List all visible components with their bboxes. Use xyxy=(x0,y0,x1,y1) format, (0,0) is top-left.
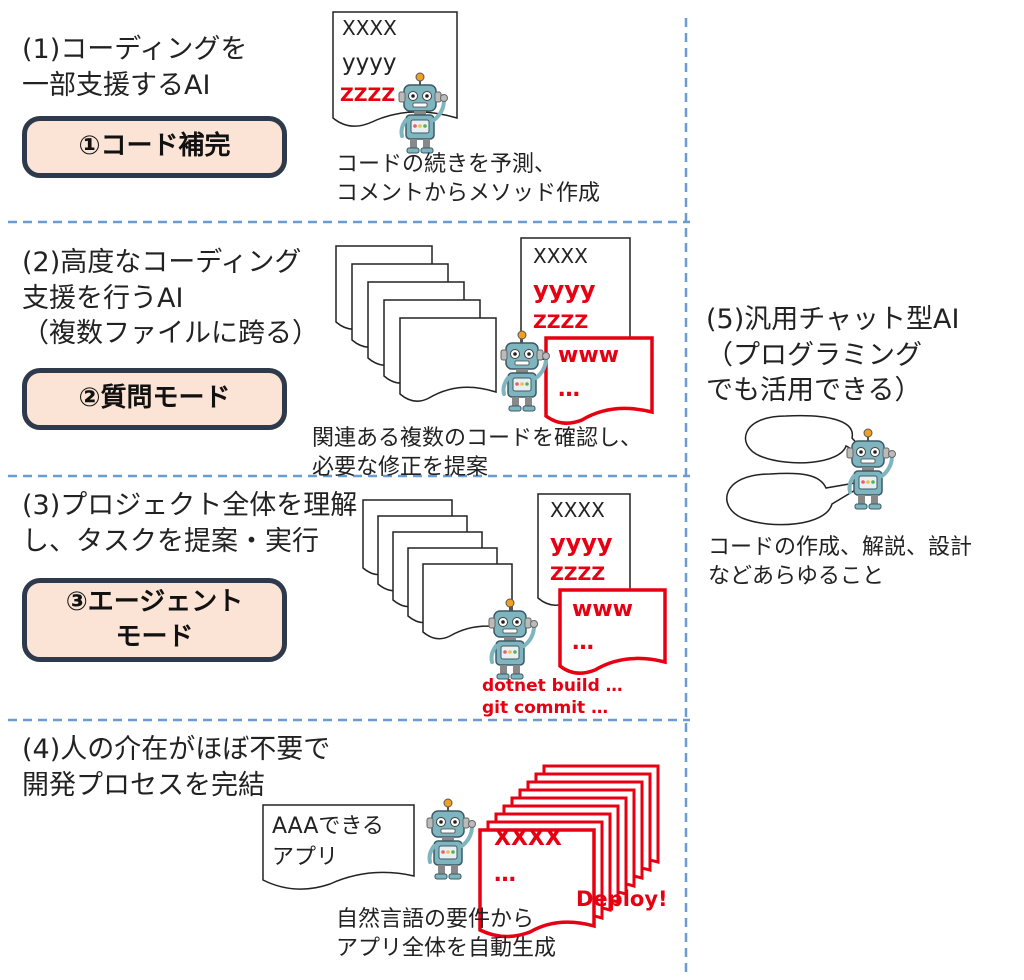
deploy-label: Deploy! xyxy=(576,887,668,911)
section-5-heading: (5)汎用チャット型AI （プログラミング でも活用できる） xyxy=(706,304,960,407)
speech-bubble-icon xyxy=(744,414,873,464)
red-doc-line: XXXX xyxy=(494,826,562,851)
spec-doc-text: AAAできる アプリ xyxy=(272,814,384,870)
command-line: git commit … xyxy=(482,698,609,718)
robot-icon xyxy=(398,72,448,154)
section-1-caption: コードの続きを予測、 コメントからメソッド作成 xyxy=(336,152,601,207)
robot-icon xyxy=(426,798,476,880)
doc-line-highlight: ZZZZ xyxy=(340,84,396,106)
robot-icon xyxy=(500,330,550,412)
section-4-heading: (4)人の介在がほぼ不要で 開発プロセスを完結 xyxy=(22,734,331,801)
section-4-caption: 自然言語の要件から アプリ全体を自動生成 xyxy=(336,907,557,962)
red-document-stack xyxy=(478,764,660,939)
red-doc-line: www xyxy=(572,597,633,622)
doc-line: yyyy xyxy=(342,50,397,76)
red-document-icon xyxy=(544,336,654,425)
mode-label: ③エージェント モード xyxy=(65,586,244,652)
red-doc-line: … xyxy=(558,377,580,402)
red-document-icon xyxy=(558,588,667,675)
command-line: dotnet build … xyxy=(482,676,623,696)
red-doc-line: … xyxy=(572,630,594,655)
doc-line: XXXX xyxy=(550,498,605,522)
doc-line-highlight: yyyy xyxy=(550,529,613,557)
section-2-caption: 関連ある複数のコードを確認し、 必要な修正を提案 xyxy=(312,426,643,481)
doc-line-highlight: ZZZZ xyxy=(533,311,589,333)
mode-label: ①コード補完 xyxy=(78,131,231,162)
robot-icon xyxy=(488,598,538,680)
speech-bubble-icon xyxy=(726,472,873,526)
mode-question: ②質問モード xyxy=(22,368,287,430)
section-1-heading: (1)コーディングを 一部支援するAI xyxy=(22,34,248,101)
red-doc-line: … xyxy=(494,862,516,887)
robot-icon xyxy=(846,428,896,510)
section-2-heading: (2)高度なコーディング 支援を行うAI （複数ファイルに跨る） xyxy=(22,247,319,350)
doc-line-highlight: yyyy xyxy=(533,276,596,304)
red-doc-line: www xyxy=(558,343,619,368)
mode-code-completion: ①コード補完 xyxy=(22,116,287,178)
doc-line-highlight: ZZZZ xyxy=(550,563,606,585)
document-icon xyxy=(262,804,415,890)
section-3-heading: (3)プロジェクト全体を理解 し、タスクを提案・実行 xyxy=(22,490,358,557)
doc-line: XXXX xyxy=(342,16,397,40)
mode-agent: ③エージェント モード xyxy=(22,578,287,662)
section-5-caption: コードの作成、解説、設計 などあらゆること xyxy=(708,535,973,590)
mode-label: ②質問モード xyxy=(78,383,231,414)
document-icon xyxy=(399,317,497,402)
doc-line: XXXX xyxy=(533,244,588,268)
